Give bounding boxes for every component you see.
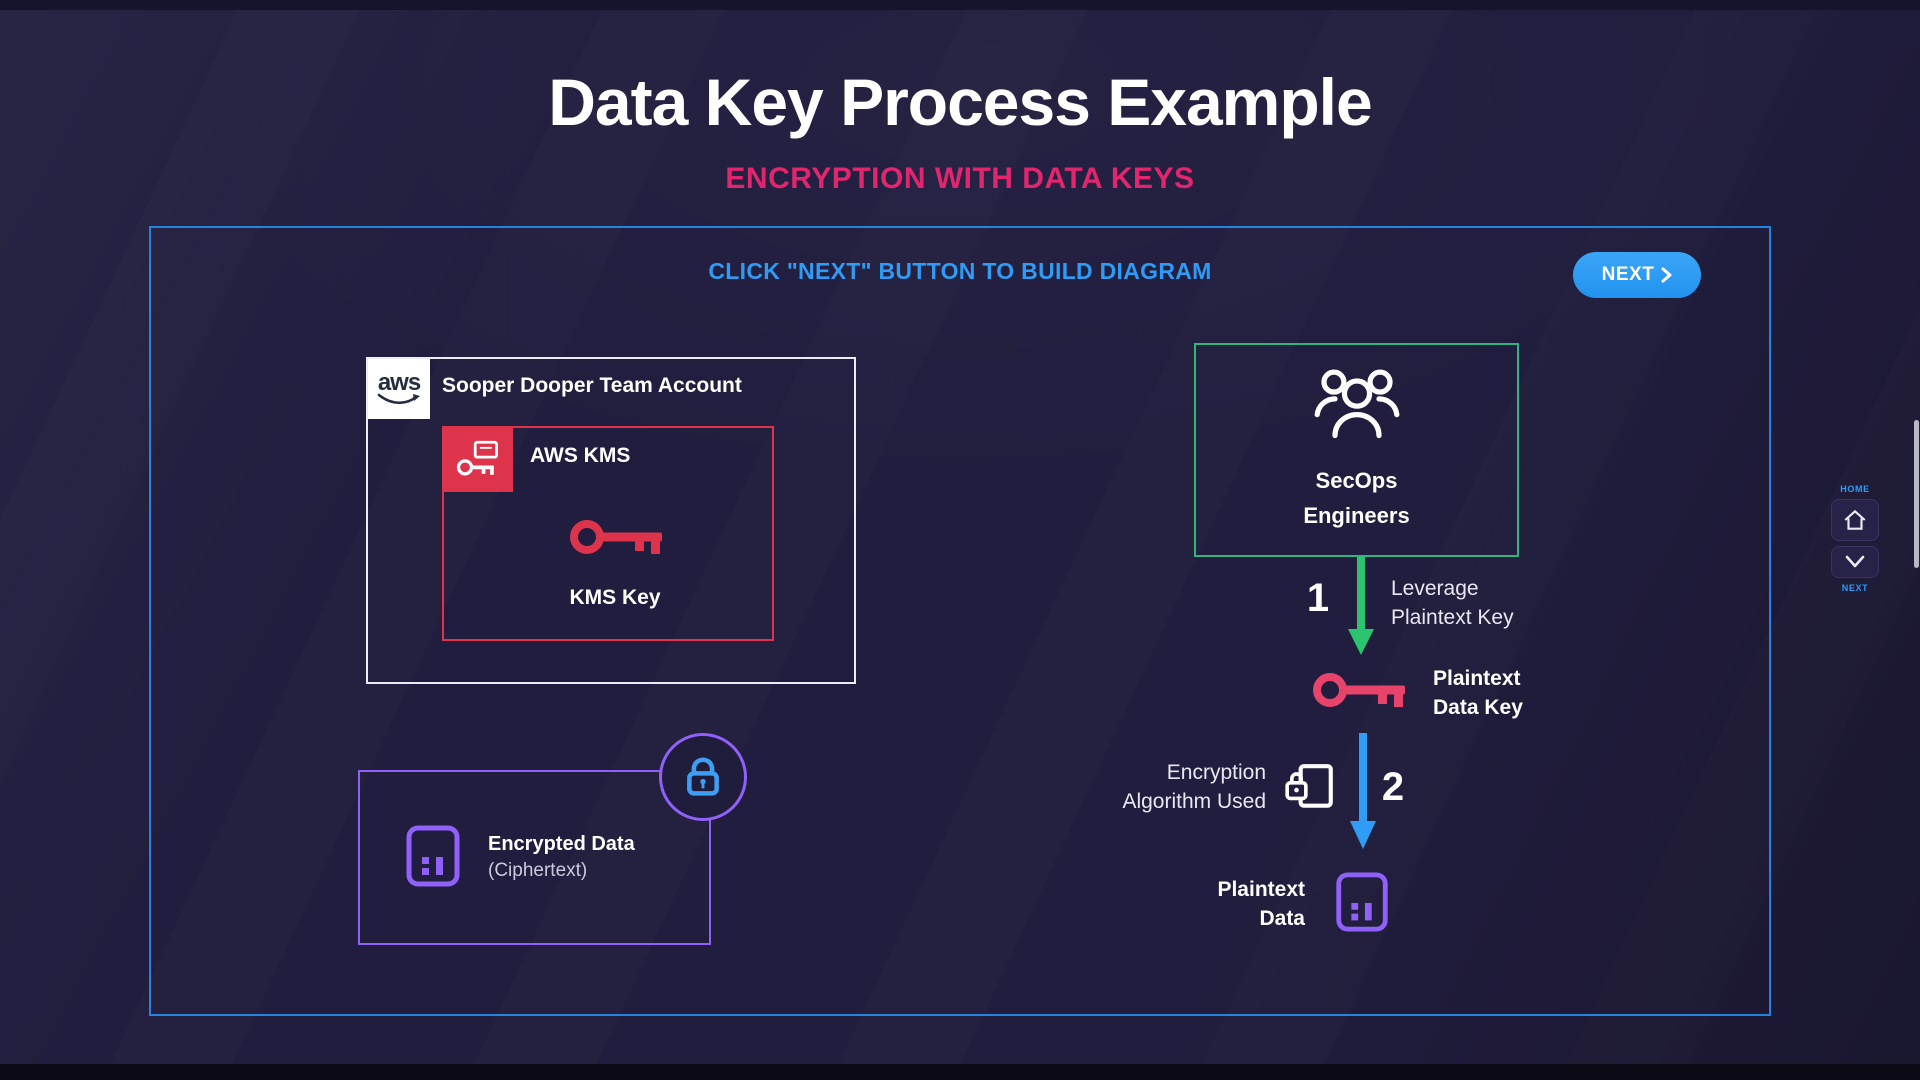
chevron-right-icon [1661, 267, 1672, 283]
plaintext-data-key-line1: Plaintext [1433, 667, 1521, 690]
page-subtitle: ENCRYPTION WITH DATA KEYS [725, 162, 1195, 195]
encrypted-data-box [358, 770, 711, 945]
account-title: Sooper Dooper Team Account [442, 374, 742, 397]
lock-badge [659, 733, 747, 821]
home-icon [1844, 509, 1866, 530]
chevron-down-icon [1845, 555, 1865, 568]
padlock-icon [687, 757, 719, 796]
next-button[interactable]: NEXT [1573, 252, 1701, 298]
scrollbar-thumb[interactable] [1914, 420, 1919, 568]
side-nav-next-label: NEXT [1841, 583, 1869, 593]
encrypted-data-subtitle: (Ciphertext) [488, 860, 588, 881]
kms-service-icon [442, 426, 513, 492]
encrypted-data-text: Encrypted Data (Ciphertext) [488, 830, 635, 884]
step-2-label-line2: Algorithm Used [1122, 790, 1266, 813]
plaintext-data-key-line2: Data Key [1433, 696, 1523, 719]
encrypted-data-file-icon [404, 824, 462, 888]
encryption-algorithm-icon [1283, 761, 1337, 815]
plaintext-data-line1: Plaintext [1217, 878, 1305, 901]
side-nav-home-label: HOME [1840, 484, 1870, 494]
bottom-letterbox-bar [0, 1064, 1920, 1080]
plaintext-data-key-icon [1310, 665, 1410, 715]
step-2-label-line1: Encryption [1166, 761, 1266, 784]
aws-account-box [366, 357, 856, 684]
step-1-number: 1 [1306, 576, 1330, 620]
arrow-down-blue [1350, 733, 1376, 851]
page-title: Data Key Process Example [548, 65, 1372, 139]
secops-label: SecOps Engineers [1194, 463, 1519, 533]
diagram-frame [149, 226, 1771, 1016]
secops-box [1194, 343, 1519, 557]
user-group-icon [1313, 364, 1401, 440]
plaintext-data-file-icon [1334, 871, 1390, 933]
aws-kms-box [442, 426, 774, 641]
arrow-down-green [1348, 557, 1374, 657]
secops-label-line1: SecOps [1315, 468, 1398, 493]
kms-key-label: KMS Key [569, 586, 661, 609]
step-1-label-line2: Plaintext Key [1391, 606, 1514, 629]
home-button[interactable] [1831, 499, 1879, 541]
next-slide-button[interactable] [1831, 546, 1879, 578]
kms-key-icon [567, 512, 667, 562]
step-2-number: 2 [1381, 765, 1405, 809]
next-button-label: NEXT [1601, 264, 1655, 285]
kms-label: AWS KMS [530, 444, 631, 467]
aws-logo-icon: aws [368, 359, 430, 419]
step-1-label: Leverage Plaintext Key [1391, 574, 1514, 632]
plaintext-data-label: Plaintext Data [1105, 875, 1305, 933]
aws-logo-text: aws [377, 368, 421, 396]
step-1-label-line1: Leverage [1391, 577, 1479, 600]
side-nav: HOME NEXT [1828, 484, 1882, 593]
plaintext-data-key-label: Plaintext Data Key [1433, 664, 1523, 722]
plaintext-data-line2: Data [1259, 907, 1305, 930]
encrypted-data-title: Encrypted Data [488, 833, 635, 855]
build-instruction: CLICK "NEXT" BUTTON TO BUILD DIAGRAM [708, 258, 1212, 284]
aws-smile-arrow-icon [377, 393, 420, 404]
secops-label-line2: Engineers [1303, 503, 1410, 528]
top-letterbox-bar [0, 0, 1920, 10]
step-2-label: Encryption Algorithm Used [1006, 758, 1266, 816]
